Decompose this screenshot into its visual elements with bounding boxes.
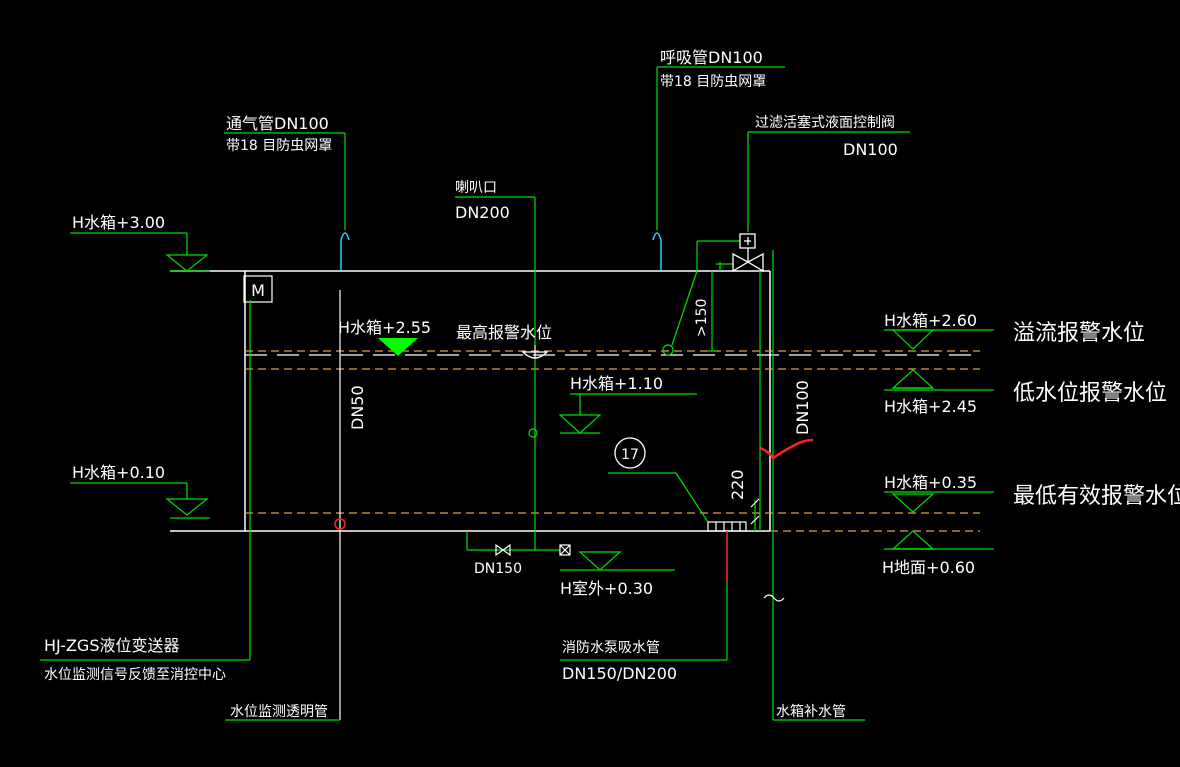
dim-ticks (750, 498, 760, 525)
level-300: H水箱+3.00 (72, 213, 165, 232)
horn-dn: DN200 (455, 203, 510, 222)
monitor-bottom-point (334, 518, 346, 530)
vent-sub: 带18 目防虫网罩 (226, 138, 332, 154)
anti-vortex-plate (707, 521, 747, 532)
level-110: H水箱+1.10 (570, 374, 663, 393)
horn-mouth (521, 351, 549, 359)
max-level-marker (378, 338, 418, 356)
outdoor-level: H室外+0.30 (560, 579, 653, 598)
min-alarm-label: 最低有效报警水位 (1013, 484, 1180, 509)
max-alarm-label: 最高报警水位 (456, 323, 552, 342)
level-035: H水箱+0.35 (884, 473, 977, 492)
water-level-lines (245, 350, 980, 532)
level-010: H水箱+0.10 (72, 463, 165, 482)
overflow-alarm-label: 溢流报警水位 (1013, 321, 1145, 346)
pipework (40, 66, 994, 721)
transmitter-sub: 水位监测信号反馈至消控中心 (44, 667, 226, 683)
pump-dn-label: DN150/DN200 (562, 664, 677, 683)
low-alarm-label: 低水位报警水位 (1013, 381, 1167, 406)
dn50-label: DN50 (348, 385, 367, 430)
transmitter-label: HJ-ZGS液位变送器 (44, 636, 179, 655)
dim220-label: 220 (728, 469, 747, 500)
dn150-label: DN150 (474, 561, 522, 577)
dn100-label: DN100 (793, 380, 812, 435)
valve-title: 过滤活塞式液面控制阀 (755, 114, 895, 131)
monitor-tube-label: 水位监测透明管 (230, 704, 328, 720)
level-markers (165, 254, 935, 571)
break-symbol (763, 594, 785, 602)
m-box: M (243, 275, 273, 303)
gt150-label: >150 (694, 299, 710, 337)
ground-level: H地面+0.60 (882, 558, 975, 577)
horn-title: 喇叭口 (455, 180, 497, 196)
water-tank (170, 270, 771, 532)
level-245: H水箱+2.45 (884, 397, 977, 416)
level-255: H水箱+2.55 (338, 318, 431, 337)
makeup-pipe-label: 水箱补水管 (776, 704, 846, 720)
callout-17 (614, 437, 646, 469)
pump-suction-label: 消防水泵吸水管 (562, 640, 660, 656)
breath-title: 呼吸管DN100 (660, 48, 763, 67)
callout-17-label: 17 (621, 447, 639, 463)
vent-title: 通气管DN100 (226, 114, 329, 133)
red-scribble (759, 438, 814, 460)
level-260: H水箱+2.60 (884, 311, 977, 330)
svg-text:M: M (251, 281, 265, 300)
level-control-valve (732, 233, 764, 273)
breath-sub: 带18 目防虫网罩 (660, 74, 766, 90)
valve-dn: DN100 (843, 140, 898, 159)
vent-pipes (340, 232, 662, 271)
outlet-valves (495, 543, 571, 557)
